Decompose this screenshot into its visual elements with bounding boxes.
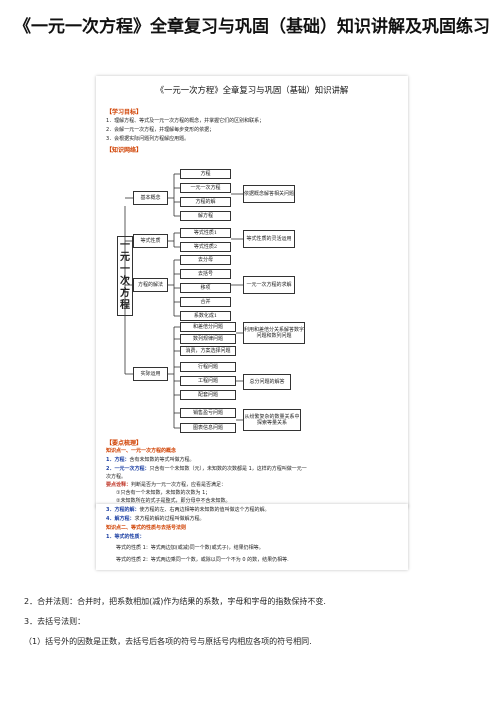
network-connectors [124, 173, 243, 429]
node-solution: 方程的解 [180, 197, 231, 207]
note-app-2: 总分问题的解答 [243, 374, 291, 390]
node-sequence: 数列规律问题 [180, 334, 236, 344]
node-sum-diff: 和差倍分问题 [180, 322, 236, 332]
node-linear-equation: 一元一次方程 [180, 183, 231, 193]
point2-title: 知识点二、等式的性质与去括号法则 [106, 525, 187, 531]
node-consumption: 消费，方案选择问题 [180, 346, 236, 356]
node-work: 工程问题 [180, 376, 236, 386]
def-linear-cont: 次方程。 [106, 474, 127, 480]
node-profit: 销售盈亏问题 [180, 408, 236, 418]
network-header: 【知识网络】 [106, 147, 143, 154]
goals-header: 【学习目标】 [106, 109, 143, 116]
node-property-1: 等式性质1 [180, 228, 231, 238]
node-coefficient: 系数化成1 [180, 311, 231, 321]
category-application: 实际运用 [133, 367, 168, 381]
node-property-2: 等式性质2 [180, 242, 231, 252]
doc-title: 《一元一次方程》全章复习与巩固（基础）知识讲解 [155, 85, 349, 95]
node-solve: 解方程 [180, 211, 231, 221]
page-title: 《一元一次方程》全章复习与巩固（基础）知识讲解及巩固练习 [14, 17, 490, 37]
def-equation: 1．方程：含有未知数的等式叫做方程。 [106, 457, 195, 463]
goal-3: 3．会根据实际问题列方程解应用题。 [106, 136, 190, 142]
points-header: 【要点梳理】 [106, 440, 143, 447]
key-item-2: ②未知数所在的式子是整式，即分母中不含未知数。 [116, 498, 231, 504]
property-2-text: 等式的性质 2：等式两边乘同一个数，或除以同一个不为 0 的数，结果仍相等. [116, 557, 289, 563]
def-solving: 4．解方程：求方程的解的过程叫做解方程。 [106, 516, 205, 522]
equality-properties: 1．等式的性质： [106, 534, 145, 540]
key-note: 要点诠释：判断是否为一元一次方程，应看是否满足： [106, 482, 227, 488]
node-brackets: 去括号 [180, 269, 231, 279]
goal-2: 2．会解一元一次方程，并理解每步变形的依据； [106, 127, 215, 133]
key-item-1: ①只含有一个未知数，未知数的次数为 1； [116, 490, 211, 496]
def-linear: 2．一元一次方程：只含有一个未知数（元），未知数的次数都是 1，这样的方程叫做一… [106, 466, 307, 472]
combine-rule: 2．合并法则：合并时，把系数相加(减)作为结果的系数，字母和字母的指数保持不变. [24, 597, 326, 606]
note-app-1: 利用和差倍分关系解答数字问题和数列问题 [243, 322, 305, 344]
bracket-rule-title: 3．去括号法则： [24, 617, 86, 626]
goal-1: 1．理解方程、等式及一元一次方程的概念，并掌握它们的区别和联系； [106, 118, 265, 124]
document-preview: 《一元一次方程》全章复习与巩固（基础）知识讲解 【学习目标】 1．理解方程、等式… [96, 76, 408, 508]
note-equality: 等式性质的灵活运用 [243, 230, 295, 248]
def-solution: 3．方程的解：使方程的左、右两边相等的未知数的值叫做这个方程的解。 [106, 507, 270, 513]
node-combine: 合并 [180, 297, 231, 307]
property-1-text: 等式的性质 1：等式两边加(或减)同一个数(或式子)，结果仍相等。 [116, 545, 264, 551]
point1-title: 知识点一、一元一次方程的概念 [106, 448, 177, 454]
node-denominator: 去分母 [180, 255, 231, 265]
bracket-rule-1: （1）括号外的因数是正数，去括号后各项的符号与原括号内相应各项的符号相同. [24, 637, 312, 646]
node-travel: 行程问题 [180, 362, 236, 372]
document-preview-continued: 3．方程的解：使方程的左、右两边相等的未知数的值叫做这个方程的解。 4．解方程：… [96, 504, 408, 570]
note-solving: 一元一次方程的求解 [243, 276, 295, 294]
note-basic: 依据概念解答相关问题 [243, 185, 295, 203]
node-transpose: 移项 [180, 283, 231, 293]
root-node: 一元一次方程 [117, 236, 133, 316]
node-matching: 配套问题 [180, 390, 236, 400]
category-basic: 基本概念 [133, 191, 168, 205]
node-chart-info: 图表信息问题 [180, 423, 236, 433]
note-app-3: 从纷繁复杂的数量关系中探索等量关系 [243, 409, 301, 431]
category-equality: 等式性质 [133, 234, 168, 248]
category-solving: 方程的解法 [133, 278, 168, 292]
node-fangcheng: 方程 [180, 169, 231, 179]
